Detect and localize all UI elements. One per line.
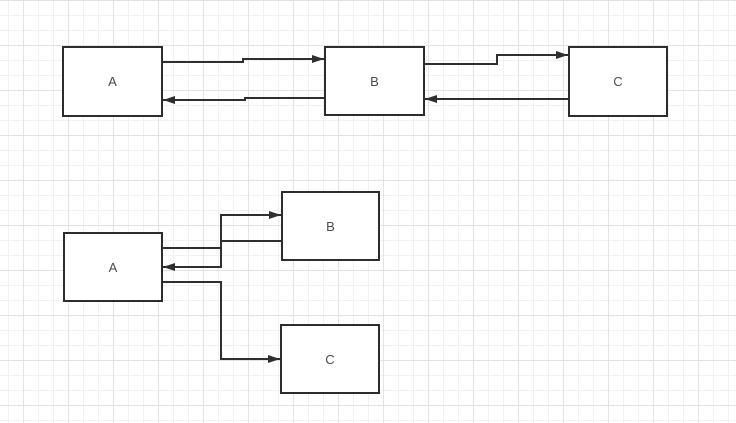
node-top-b[interactable]: B [324,46,425,116]
node-label: C [325,351,335,367]
connector-bottom-a-to-b[interactable] [163,211,281,249]
connector-top-b-to-a[interactable] [163,96,324,104]
node-bottom-a[interactable]: A [63,232,163,302]
node-label: A [108,259,118,275]
node-bottom-c[interactable]: C [280,324,380,394]
connector-top-b-to-c[interactable] [425,51,568,65]
node-label: B [326,218,335,234]
node-bottom-b[interactable]: B [281,191,380,261]
connector-bottom-b-to-a[interactable] [163,240,281,271]
node-label: C [613,74,623,89]
node-top-c[interactable]: C [568,46,668,117]
connector-top-a-to-b[interactable] [163,55,324,63]
node-label: A [108,74,117,89]
node-top-a[interactable]: A [62,46,163,117]
node-label: B [370,73,379,89]
connector-bottom-a-to-c[interactable] [163,281,280,363]
